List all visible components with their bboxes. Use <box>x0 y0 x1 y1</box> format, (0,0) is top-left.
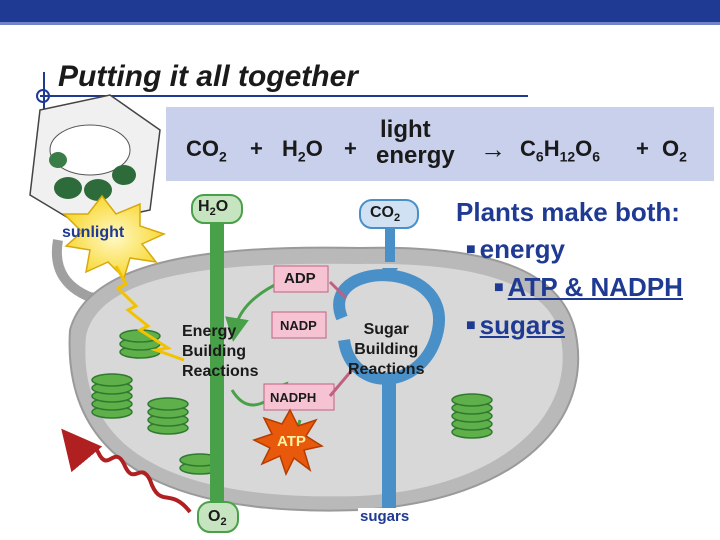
leaf-cell-illustration <box>29 94 161 226</box>
calvin-cycle-loop <box>333 269 445 385</box>
energy-building-label: Energy Building Reactions <box>182 323 259 380</box>
o2-label: O2 <box>208 508 227 529</box>
eq-energy: energy <box>376 142 455 169</box>
eq-co2: CO2 <box>186 136 227 165</box>
adp-box <box>273 265 329 293</box>
eq-light: light <box>380 116 431 143</box>
eq-yields-arrow-icon: → <box>480 134 506 164</box>
eq-h2o: H2O <box>282 136 323 165</box>
slide-title: Putting it all together <box>58 60 358 93</box>
title-underline <box>40 95 528 97</box>
eq-o2: O2 <box>662 136 687 165</box>
header-bar <box>0 0 720 22</box>
bullet-energy: ■energy <box>466 234 565 264</box>
atp-label: ATP <box>277 433 306 450</box>
nadph-box <box>263 383 335 411</box>
bullet-sugars: ■sugars <box>466 310 565 340</box>
bullet-square-icon: ■ <box>494 279 504 296</box>
eq-glucose: C6H12O6 <box>520 136 601 165</box>
bullet-square-icon: ■ <box>466 241 476 258</box>
eq-plus-1: + <box>250 136 263 161</box>
nadp-label: NADP <box>280 318 317 333</box>
header-rule <box>0 22 720 25</box>
sugars-label: sugars <box>358 508 412 525</box>
chloroplast <box>68 246 580 512</box>
h2o-badge <box>191 194 243 224</box>
h2o-label: H2O <box>198 198 229 219</box>
nadph-label: NADPH <box>270 390 317 405</box>
eq-plus-2: + <box>344 136 357 161</box>
sunlight-label: sunlight <box>62 224 125 241</box>
nadp-box <box>271 311 327 339</box>
heat-loss-arrow <box>61 428 192 514</box>
bullet-square-icon: ■ <box>466 317 476 334</box>
bullet-atp-nadph: ■ATP & NADPH <box>494 272 683 302</box>
o2-badge <box>197 501 239 533</box>
eq-plus-3: + <box>636 136 649 161</box>
atp-burst <box>252 408 324 476</box>
equation-panel <box>166 107 714 181</box>
grana-stacks <box>91 329 493 475</box>
title-crosshair-icon <box>36 89 50 103</box>
co2-badge <box>359 199 419 229</box>
co2-label: CO2 <box>370 204 401 225</box>
sugar-building-label: Sugar Building Reactions <box>348 321 425 378</box>
zoom-arrow <box>51 239 100 305</box>
notes-heading: Plants make both: <box>456 197 680 227</box>
sugar-output-path <box>382 380 396 508</box>
water-to-oxygen-path <box>210 214 224 504</box>
adp-label: ADP <box>284 270 316 287</box>
